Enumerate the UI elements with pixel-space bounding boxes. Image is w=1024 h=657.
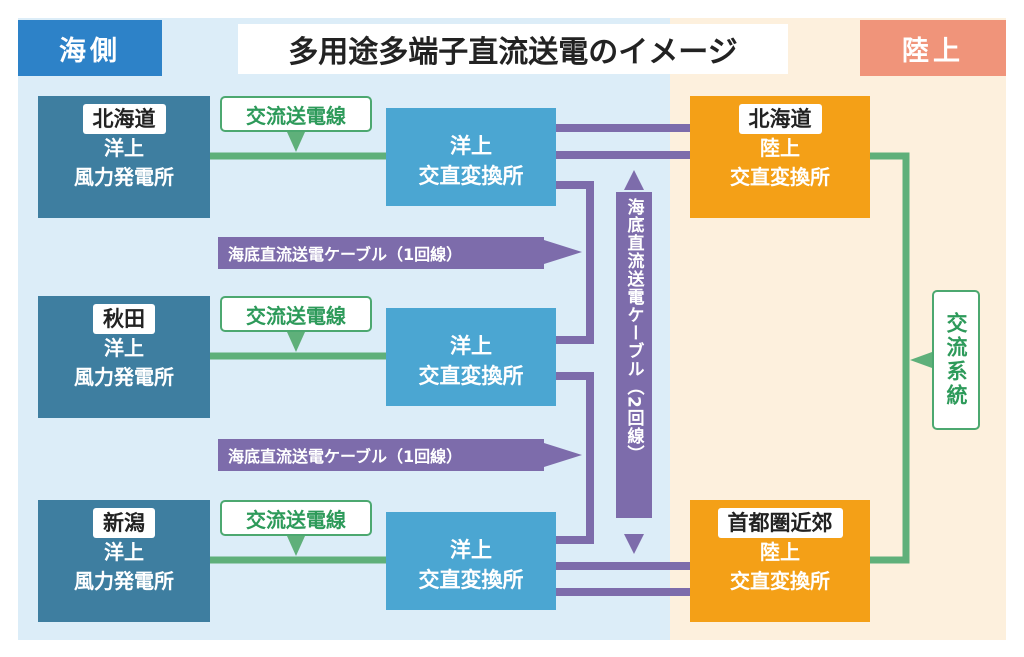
farm-type-line1: 洋上 (104, 336, 144, 360)
farm-type-line2: 風力発電所 (74, 569, 174, 593)
station-line2: 交直変換所 (418, 364, 524, 388)
station-line1: 洋上 (450, 334, 492, 358)
diagram-title: 多用途多端子直流送電のイメージ (238, 24, 788, 74)
station-line1: 陸上 (760, 136, 800, 160)
land-side-tag: 陸上 (860, 20, 1006, 76)
wind-farm-akita: 秋田 洋上 風力発電所 (38, 296, 210, 418)
dc-label-pointers (544, 170, 644, 554)
ac-line-label-akita: 交流送電線 (220, 296, 372, 332)
subsea-cable-label-1: 海底直流送電ケーブル（1回線） (218, 237, 544, 269)
ac-system-line (870, 152, 910, 564)
station-line1: 洋上 (450, 134, 492, 158)
offshore-converter-akita: 洋上 交直変換所 (386, 308, 556, 406)
ac-line-label-hokkaido: 交流送電線 (220, 96, 372, 132)
dc-cables (556, 124, 690, 596)
farm-type-line1: 洋上 (104, 540, 144, 564)
station-place-label: 北海道 (738, 104, 822, 134)
ac-system-label: 交流系統 (932, 290, 980, 430)
station-line1: 陸上 (760, 540, 800, 564)
station-line2: 交直変換所 (730, 569, 830, 593)
station-line2: 交直変換所 (418, 568, 524, 592)
sea-side-tag: 海側 (18, 20, 162, 76)
land-converter-tokyo-metro: 首都圏近郊 陸上 交直変換所 (690, 500, 870, 622)
farm-place-label: 北海道 (82, 104, 166, 134)
land-converter-hokkaido: 北海道 陸上 交直変換所 (690, 96, 870, 218)
station-line2: 交直変換所 (418, 164, 524, 188)
station-place-label: 首都圏近郊 (717, 508, 843, 538)
station-line2: 交直変換所 (730, 165, 830, 189)
wind-farm-niigata: 新潟 洋上 風力発電所 (38, 500, 210, 622)
ac-lines (210, 152, 910, 564)
offshore-converter-hokkaido: 洋上 交直変換所 (386, 108, 556, 206)
subsea-cable-2-circuit-label: 海底直流送電ケーブル（2回線） (616, 192, 652, 518)
offshore-converter-niigata: 洋上 交直変換所 (386, 512, 556, 610)
subsea-cable-label-2: 海底直流送電ケーブル（1回線） (218, 439, 544, 471)
ac-label-pointers (287, 132, 932, 556)
dc-cable-hokkaido-akita (556, 181, 594, 344)
dc-cable-akita-niigata (556, 372, 594, 544)
farm-place-label: 秋田 (93, 304, 155, 334)
farm-type-line1: 洋上 (104, 136, 144, 160)
wind-farm-hokkaido: 北海道 洋上 風力発電所 (38, 96, 210, 218)
farm-place-label: 新潟 (93, 508, 155, 538)
station-line1: 洋上 (450, 538, 492, 562)
farm-type-line2: 風力発電所 (74, 165, 174, 189)
farm-type-line2: 風力発電所 (74, 365, 174, 389)
ac-line-label-niigata: 交流送電線 (220, 500, 372, 536)
